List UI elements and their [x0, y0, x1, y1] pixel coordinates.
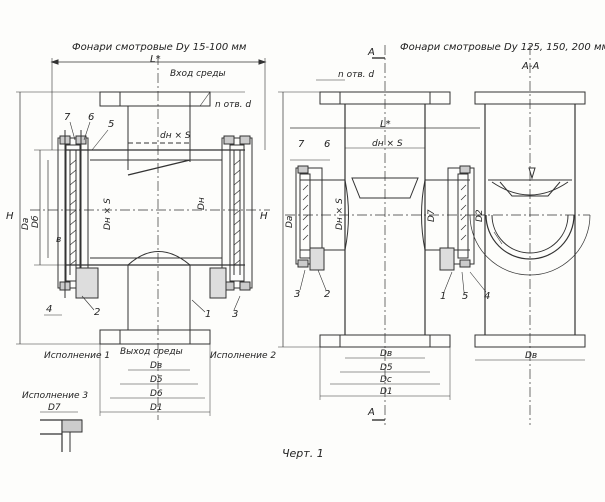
center-dim-D2: D2 [475, 209, 485, 222]
execution-3-detail [40, 411, 83, 452]
center-label-2: 2 [324, 289, 331, 300]
left-dim-H: H [6, 211, 14, 222]
center-dim-Dn-s: Dн × S [335, 198, 345, 230]
exec3-label: Исполнение 3 [22, 391, 89, 401]
exec1-label: Исполнение 1 [44, 351, 111, 361]
center-dim-D5: D5 [380, 363, 393, 373]
left-n-otv: n отв. d [215, 100, 252, 110]
left-label-2: 2 [94, 307, 101, 318]
left-view [16, 55, 270, 420]
center-dim-Ds: Dс [380, 375, 392, 385]
center-left-window-flange [295, 167, 323, 265]
left-dim-D1: D1 [150, 403, 163, 413]
title-right: Фонари смотровые Dу 125, 150, 200 мм [400, 42, 605, 53]
left-dim-L: L* [150, 54, 161, 65]
center-dim-Da: Dа [285, 215, 295, 228]
center-dim-D1: D1 [380, 387, 393, 397]
center-dn-s: dн × S [372, 139, 403, 149]
center-label-3: 3 [294, 289, 301, 300]
left-label-6: 6 [88, 112, 95, 123]
center-n-otv: n отв. d [338, 70, 375, 80]
caption: Черт. 1 [282, 447, 324, 460]
left-dn-s: dн × S [160, 131, 191, 141]
center-dim-D7: D7 [427, 209, 437, 222]
section-mark-top: А [368, 47, 375, 58]
left-dim-b: в [56, 235, 62, 245]
left-dim-D5: D5 [150, 375, 163, 385]
left-label-4: 4 [46, 304, 53, 315]
left-dim-Db: Dб [31, 215, 41, 228]
center-dim-Dv: Dв [380, 349, 393, 359]
left-bottom-flange [99, 329, 211, 345]
exec3-dim-D7: D7 [48, 403, 61, 413]
center-label-6: 6 [324, 139, 331, 150]
left-flange-assembly [57, 137, 89, 289]
left-dim-D6: D6 [150, 389, 163, 399]
center-label-1: 1 [440, 291, 447, 302]
exec2-label: Исполнение 2 [210, 351, 277, 361]
center-label-4: 4 [484, 291, 491, 302]
left-label-1: 1 [205, 309, 212, 320]
center-view [278, 45, 487, 425]
left-dim-Da: Dа [21, 217, 31, 230]
inlet-label: Вход среды [170, 69, 226, 79]
left-label-7: 7 [64, 112, 71, 123]
section-dim-Dv: Dв [525, 351, 538, 361]
center-label-5: 5 [462, 291, 469, 302]
right-flange-assembly [221, 137, 253, 289]
section-mark-bottom: А [368, 407, 375, 418]
title-left: Фонари смотровые Dу 15-100 мм [72, 42, 247, 53]
center-dim-H: H [260, 211, 268, 222]
center-dim-L: L* [380, 119, 391, 130]
left-label-5: 5 [108, 119, 115, 130]
left-dim-Dn: Dн [197, 197, 207, 210]
left-label-3: 3 [232, 309, 239, 320]
left-dim-Dn-s: Dн × S [103, 198, 113, 230]
section-aa-title: А-А [522, 61, 540, 72]
outlet-label: Выход среды [120, 347, 183, 357]
center-label-7: 7 [298, 139, 305, 150]
section-aa-view [469, 45, 591, 425]
left-dim-Dv: Dв [150, 361, 163, 371]
left-top-flange [99, 91, 211, 107]
